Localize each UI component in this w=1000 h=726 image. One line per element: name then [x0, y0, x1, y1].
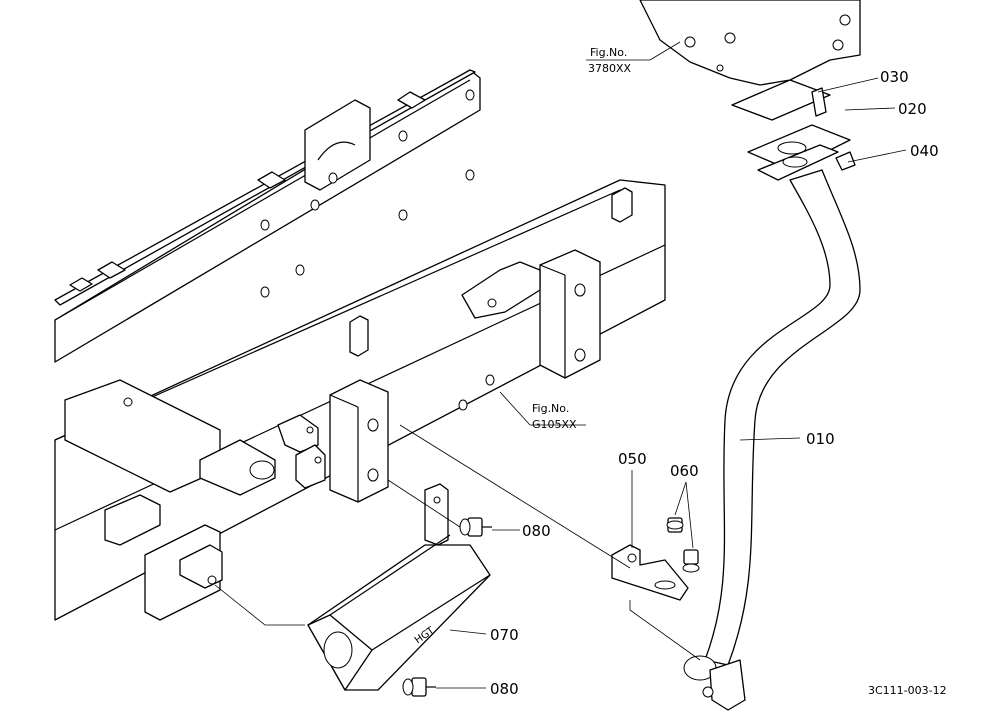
fig-ref-engine-label: Fig.No.	[590, 46, 627, 59]
gasket-flanges	[731, 79, 856, 181]
muffler-mount-block	[277, 379, 449, 546]
fig-ref-frame-label: Fig.No.	[532, 402, 569, 415]
callout-020: 020	[898, 100, 927, 118]
pipe-bracket	[611, 544, 689, 601]
callout-050: 050	[618, 450, 647, 468]
callout-010: 010	[806, 430, 835, 448]
callout-080-lower: 080	[490, 680, 519, 698]
bolt-080-lower	[402, 677, 436, 697]
exhaust-pipe	[683, 169, 861, 711]
callout-080-upper: 080	[522, 522, 551, 540]
bolts	[402, 517, 700, 697]
leader-lines	[214, 41, 907, 689]
bolt-060-lower	[682, 549, 700, 573]
bolt-060-upper	[666, 517, 684, 533]
bolt-080-upper	[459, 517, 492, 537]
fig-ref-frame-number: G105XX	[532, 418, 577, 431]
frame-upper-rail	[54, 69, 481, 363]
engine-housing	[639, 0, 861, 86]
callout-040: 040	[910, 142, 939, 160]
callout-060: 060	[670, 462, 699, 480]
muffler: HGT	[307, 534, 491, 691]
fig-ref-engine-number: 3780XX	[588, 62, 632, 75]
callout-070: 070	[490, 626, 519, 644]
callout-030: 030	[880, 68, 909, 86]
drawing-code: 3C111-003-12	[868, 684, 947, 697]
